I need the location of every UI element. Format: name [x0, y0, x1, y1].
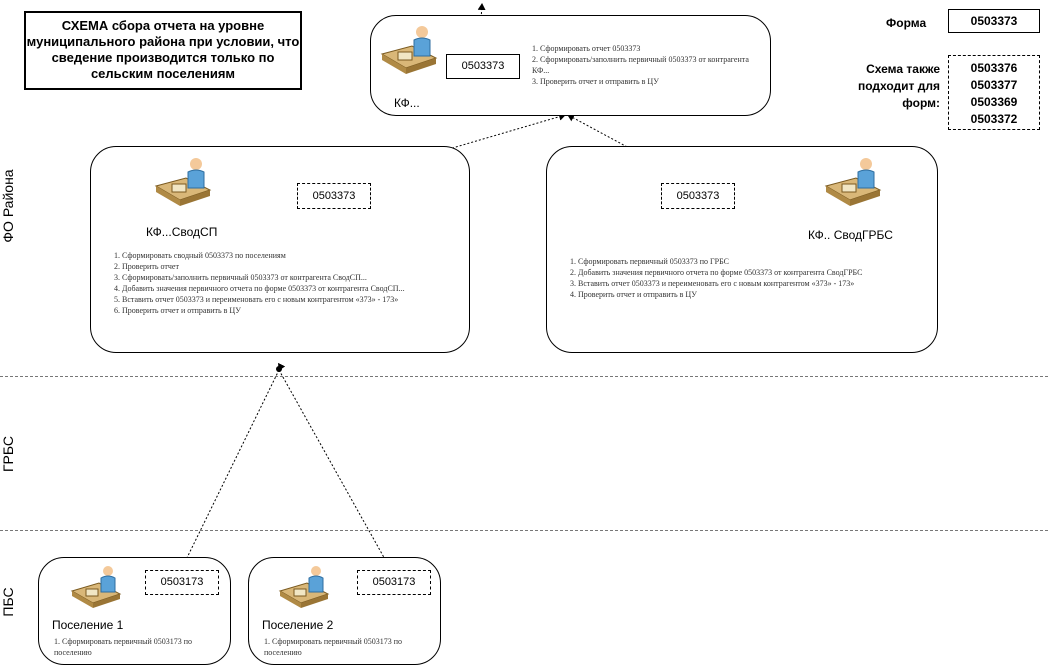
also-caption: Схема также подходит для форм:	[857, 62, 940, 110]
node-pos2-code: 0503173	[357, 570, 431, 595]
also-code: 0503372	[970, 112, 1018, 126]
forma-label: Форма	[886, 16, 927, 30]
diagram-title: СХЕМА сбора отчета на уровне муниципальн…	[24, 11, 302, 90]
worker-icon	[154, 158, 212, 206]
worker-icon	[70, 566, 122, 608]
step: 1. Сформировать отчет 0503373	[532, 44, 641, 53]
lane-divider	[0, 376, 1048, 377]
step: 2. Сформировать/заполнить первичный 0503…	[532, 55, 749, 75]
node-svodsp-steps: 1. Сформировать сводный 0503373 по посел…	[114, 250, 464, 316]
step: 4. Добавить значения первичного отчета п…	[114, 284, 405, 293]
node-svodsp	[90, 146, 470, 353]
lane-divider	[0, 530, 1048, 531]
node-svodgrbs-steps: 1. Сформировать первичный 0503373 по ГРБ…	[570, 256, 920, 300]
step: 4. Проверить отчет и отправить в ЦУ	[570, 290, 697, 299]
step: 5. Вставить отчет 0503373 и переименоват…	[114, 295, 399, 304]
node-top-steps: 1. Сформировать отчет 0503373 2. Сформир…	[532, 43, 762, 87]
worker-icon	[380, 26, 438, 74]
step: 3. Сформировать/заполнить первичный 0503…	[114, 273, 367, 282]
step: 1. Сформировать первичный 0503173 по пос…	[264, 637, 403, 657]
node-pos1-label: Поселение 1	[52, 618, 124, 632]
node-svodgrbs-code: 0503373	[661, 183, 735, 209]
worker-icon	[824, 158, 882, 206]
connector-junction	[276, 366, 282, 372]
step: 2. Добавить значения первичного отчета п…	[570, 268, 863, 277]
node-svodsp-code: 0503373	[297, 183, 371, 209]
node-pos1-code: 0503173	[145, 570, 219, 595]
step: 6. Проверить отчет и отправить в ЦУ	[114, 306, 241, 315]
node-pos2-steps: 1. Сформировать первичный 0503173 по пос…	[264, 636, 434, 658]
step: 1. Сформировать первичный 0503173 по пос…	[54, 637, 193, 657]
node-svodsp-label: КФ...СводСП	[146, 225, 218, 239]
worker-icon	[278, 566, 330, 608]
step: 3. Вставить отчет 0503373 и переименоват…	[570, 279, 855, 288]
also-codes-box: 0503376 0503377 0503369 0503372	[948, 55, 1040, 130]
connector-pos1	[180, 362, 286, 571]
node-pos1-steps: 1. Сформировать первичный 0503173 по пос…	[54, 636, 224, 658]
step: 1. Сформировать сводный 0503373 по посел…	[114, 251, 286, 260]
forma-code: 0503373	[948, 9, 1040, 33]
node-svodgrbs-label: КФ.. СводГРБС	[808, 228, 893, 242]
node-top-label: КФ...	[394, 96, 420, 110]
node-pos2-label: Поселение 2	[262, 618, 334, 632]
step: 1. Сформировать первичный 0503373 по ГРБ…	[570, 257, 729, 266]
also-code: 0503369	[970, 95, 1018, 109]
step: 3. Проверить отчет и отправить в ЦУ	[532, 77, 659, 86]
step: 2. Проверить отчет	[114, 262, 179, 271]
also-code: 0503376	[970, 61, 1018, 75]
node-top	[370, 15, 771, 116]
also-code: 0503377	[970, 78, 1018, 92]
node-top-code: 0503373	[446, 54, 520, 79]
connector-pos2	[278, 369, 392, 571]
